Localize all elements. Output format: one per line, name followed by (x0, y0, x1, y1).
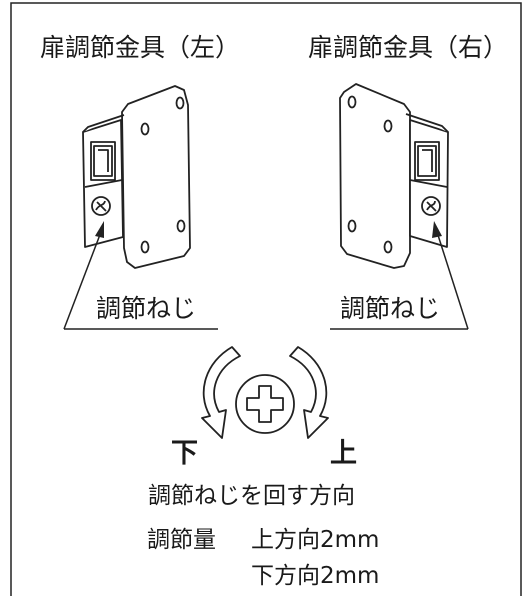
screw-label-right: 調節ねじ (340, 294, 440, 323)
title-right: 扉調節金具（右） (308, 33, 508, 62)
adjust-amount-label: 調節量 (147, 527, 216, 553)
right-leader-arrowhead (432, 221, 442, 238)
right-bracket (339, 83, 449, 269)
adjust-down-value: 下方向2mm (251, 563, 379, 589)
right-leader (330, 231, 469, 330)
adjust-up-value: 上方向2mm (251, 527, 379, 553)
left-leader-arrowhead (95, 221, 104, 238)
frame-border (10, 2, 522, 596)
phillips-screw-icon (235, 374, 295, 434)
direction-up-label: 上 (330, 438, 357, 469)
title-left: 扉調節金具（左） (40, 33, 240, 62)
screw-label-left: 調節ねじ (96, 294, 196, 323)
rotate-right-arrow-icon (289, 346, 329, 439)
rotate-caption: 調節ねじを回す方向 (148, 483, 355, 509)
left-bracket (82, 85, 191, 269)
direction-down-label: 下 (171, 438, 198, 469)
rotate-left-arrow-icon (201, 346, 241, 439)
left-leader (63, 231, 218, 330)
